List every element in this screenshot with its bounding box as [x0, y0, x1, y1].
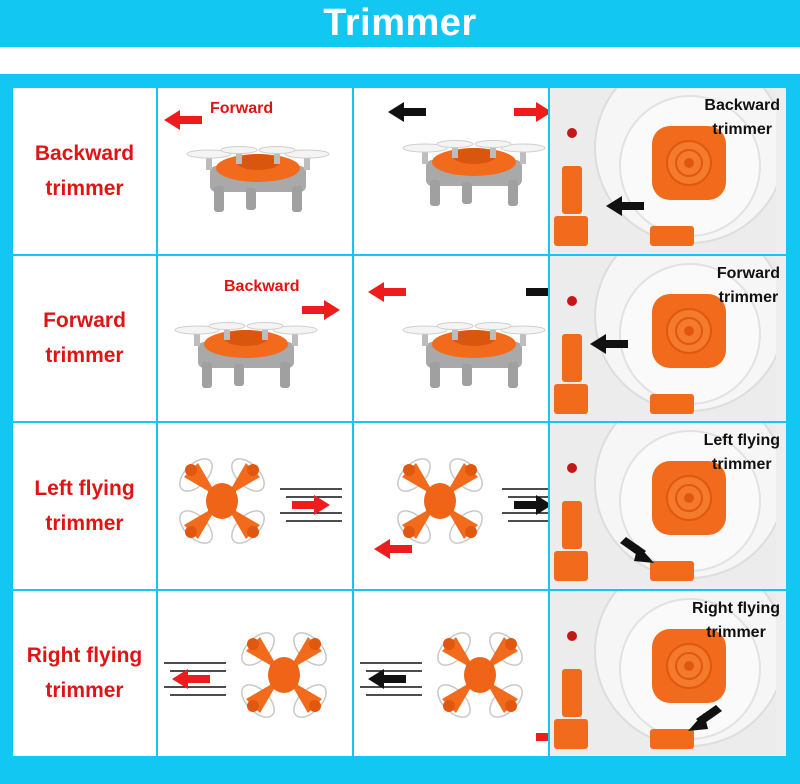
title-banner: Trimmer: [0, 0, 800, 47]
row-label-cell: Forward trimmer: [11, 253, 158, 423]
drone-top-icon: [173, 452, 271, 550]
drone-top-icon: [431, 625, 529, 724]
red-arrow-left-icon: [163, 110, 202, 130]
table-row: Forward trimmer Backward Forw: [11, 253, 788, 423]
controller-illustration: Right flying trimmer: [548, 588, 788, 758]
red-arrow-left-icon: [368, 281, 407, 302]
red-arrow-left-icon: [374, 539, 413, 559]
drone-icon: [174, 321, 318, 388]
table-row: Backward trimmer Forward Back: [11, 86, 788, 256]
row-label: Backward trimmer: [34, 141, 135, 200]
controller-label: Left flying trimmer: [703, 432, 780, 473]
drone-icon: [186, 146, 330, 213]
row-label-cell: Right flying trimmer: [11, 588, 158, 758]
drone-icon: [402, 321, 546, 388]
correction-illustration: [352, 253, 551, 423]
drift-illustration: [155, 588, 355, 758]
table-row: Left flying trimmer: [11, 421, 788, 591]
controller-illustration: Backward trimmer: [548, 86, 788, 256]
controller-illustration: Left flying trimmer: [548, 421, 788, 591]
drone-icon: [402, 140, 546, 207]
drone-top-icon: [391, 452, 489, 550]
controller-illustration: Forward trimmer: [548, 253, 788, 423]
row-label: Right flying trimmer: [26, 644, 143, 703]
controller-label: Forward trimmer: [716, 264, 780, 306]
row-label: Left flying trimmer: [34, 476, 135, 535]
black-arrow-left-icon: [388, 102, 427, 122]
drift-caption: Backward: [223, 277, 300, 295]
red-arrow-left-icon: [171, 668, 210, 689]
page-title: Trimmer: [323, 2, 477, 44]
drift-caption: Forward: [209, 100, 274, 117]
row-label-cell: Backward trimmer: [11, 86, 158, 256]
red-arrow-right-icon: [514, 102, 548, 122]
trimmer-table: Backward trimmer Forward Back: [11, 86, 788, 758]
drift-illustration: Backward: [155, 253, 355, 423]
row-label: Forward trimmer: [43, 309, 126, 368]
black-arrow-left-icon: [368, 668, 407, 689]
black-arrow-right-icon: [526, 281, 548, 302]
row-label-cell: Left flying trimmer: [11, 421, 158, 591]
correction-illustration: [352, 421, 551, 591]
red-arrow-right-icon: [291, 495, 330, 515]
controller-label: Backward trimmer: [704, 97, 780, 138]
drift-illustration: Forward: [155, 86, 355, 256]
red-arrow-right-icon: [536, 726, 548, 747]
drift-illustration: [155, 421, 355, 591]
correction-illustration: [352, 86, 551, 256]
controller-label: Right flying trimmer: [692, 599, 780, 641]
correction-illustration: [352, 588, 551, 758]
red-arrow-right-icon: [301, 299, 340, 320]
black-arrow-right-icon: [514, 495, 548, 515]
table-row: Right flying trimmer: [11, 588, 788, 758]
drone-top-icon: [235, 625, 333, 724]
